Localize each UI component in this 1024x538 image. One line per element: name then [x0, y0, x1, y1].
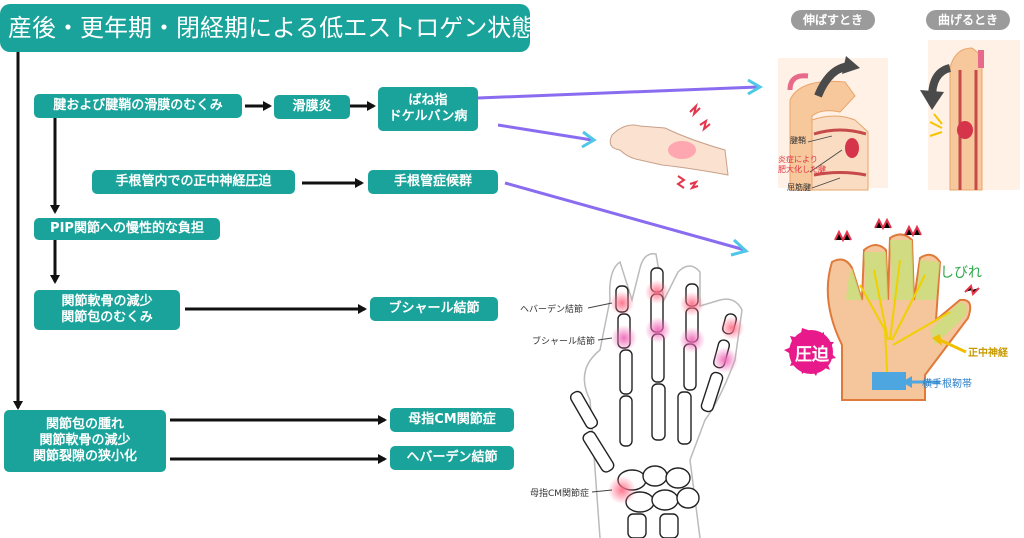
inflamed-label-line-1: 炎症により — [778, 155, 818, 164]
cause-cartilage-box: 関節軟骨の減少 関節包のむくみ — [34, 290, 180, 330]
bouchard-box: ブシャール結節 — [370, 297, 498, 321]
extend-title-text: 伸ばすとき — [802, 12, 863, 27]
link-trigger-to-finger — [477, 85, 759, 100]
cause-capsule-box: 関節包の腫れ 関節軟骨の減少 関節裂隙の狭小化 — [4, 410, 166, 472]
link-arrowhead-3 — [730, 238, 750, 257]
flexor-label: 屈筋腱 — [787, 183, 811, 192]
cause-carpal-box: 手根管内での正中神経圧迫 — [92, 170, 295, 194]
capsule-line-1: 関節包の腫れ — [45, 416, 124, 432]
link-dequervain-to-wrist — [497, 123, 593, 142]
cause-tendon-box: 腱および腱鞘の滑膜のむくみ — [34, 94, 242, 118]
cause-pip-box: PIP関節への慢性的な負担 — [34, 218, 220, 240]
title-text: 産後・更年期・閉経期による低エストロゲン状態 — [8, 14, 536, 42]
cartilage-line-1: 関節軟骨の減少 — [61, 293, 153, 309]
extend-title-badge: 伸ばすとき — [791, 10, 875, 30]
bend-title-badge: 曲げるとき — [926, 10, 1010, 30]
skeleton-bouchard-label: ブシャール結節 — [532, 337, 596, 347]
link-arrows — [477, 85, 759, 252]
ligament-band — [872, 372, 906, 390]
cm-joint-text: 母指CM関節症 — [408, 411, 496, 427]
wrist-pain-illustration — [609, 102, 729, 190]
link-arrowhead-2 — [581, 130, 597, 149]
sheath-label: 腱鞘 — [790, 136, 806, 145]
title-box: 産後・更年期・閉経期による低エストロゲン状態 — [0, 4, 535, 52]
bouchard-text: ブシャール結節 — [388, 300, 480, 316]
skeleton-heberden-label: ヘバーデン結節 — [520, 305, 584, 315]
heberden-box: ヘバーデン結節 — [390, 446, 514, 470]
capsule-line-3: 関節裂隙の狭小化 — [32, 449, 137, 465]
carpal-syndrome-box: 手根管症候群 — [368, 170, 498, 194]
cm-joint-box: 母指CM関節症 — [390, 408, 514, 432]
synovitis-text: 滑膜炎 — [292, 98, 332, 114]
carpal-syndrome-text: 手根管症候群 — [393, 173, 472, 189]
cause-carpal-text: 手根管内での正中神経圧迫 — [115, 173, 272, 189]
de-quervain-text: ドケルバン病 — [388, 109, 468, 124]
inflamed-label-line-2: 肥大化した腱 — [778, 164, 826, 174]
synovitis-box: 滑膜炎 — [274, 95, 350, 119]
cause-pip-text: PIP関節への慢性的な負担 — [50, 220, 204, 236]
finger-leader-lines — [807, 135, 843, 189]
skeleton-leader-lines — [587, 302, 613, 493]
trigger-finger-box: ばね指 ドケルバン病 — [378, 87, 478, 131]
numbness-label: しびれ — [940, 265, 982, 281]
capsule-line-2: 関節軟骨の減少 — [39, 432, 131, 448]
pressure-label: 圧迫 — [795, 345, 829, 365]
joint-highlights — [608, 280, 744, 504]
link-carpal-to-hand — [504, 181, 746, 252]
flow-arrows — [13, 52, 387, 464]
cartilage-line-2: 関節包のむくみ — [61, 310, 153, 325]
finger-extend-illustration — [778, 56, 888, 191]
ligament-label: 横手根靭帯 — [922, 379, 972, 390]
heberden-text: ヘバーデン結節 — [406, 449, 498, 465]
skeleton-cm-label: 母指CM関節症 — [530, 489, 590, 499]
bend-title-text: 曲げるとき — [937, 12, 998, 27]
trigger-finger-text: ばね指 — [408, 92, 448, 108]
carpal-bones — [617, 465, 700, 538]
link-arrowhead-1 — [747, 78, 763, 96]
median-nerve-label: 正中神経 — [968, 348, 1008, 359]
inflamed-label: 炎症により 肥大化した腱 — [778, 155, 826, 174]
finger-bend-illustration — [920, 40, 1020, 191]
carpal-hand-illustration — [784, 217, 980, 401]
cause-tendon-text: 腱および腱鞘の滑膜のむくみ — [53, 97, 223, 113]
